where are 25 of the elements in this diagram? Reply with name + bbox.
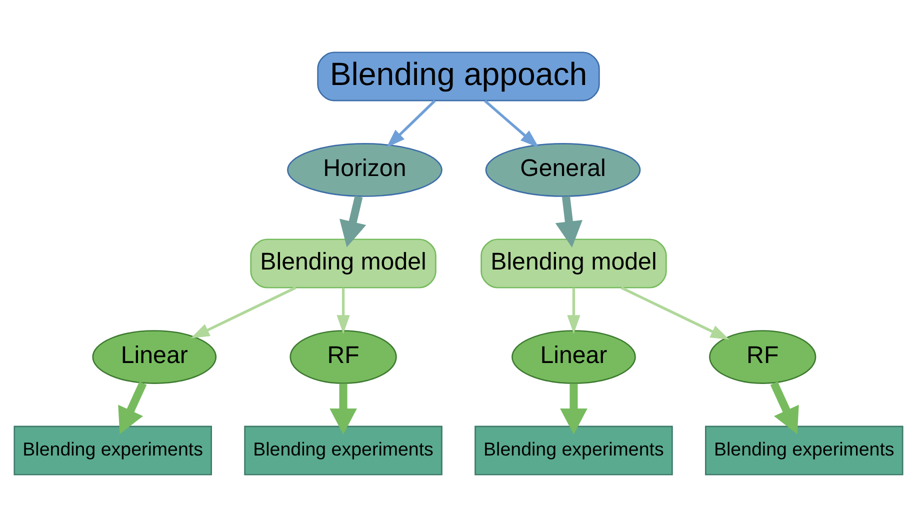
node-box: Blending experiments xyxy=(705,425,904,475)
arrow xyxy=(770,381,799,434)
node-box: Blending experiments xyxy=(244,425,442,475)
arrow xyxy=(118,381,147,434)
node-box: Blending experiments xyxy=(474,425,673,475)
arrow xyxy=(555,196,583,247)
node-ellipse: RF xyxy=(290,330,397,384)
node-ellipse: Linear xyxy=(92,330,217,384)
arrow xyxy=(620,286,730,340)
node-ellipse: General xyxy=(485,142,641,196)
arrow xyxy=(330,383,357,434)
node-ellipse: Horizon xyxy=(287,142,442,196)
node-box: Blending experiments xyxy=(14,425,212,475)
arrow xyxy=(336,287,350,334)
arrow xyxy=(567,287,580,334)
arrow xyxy=(386,99,436,148)
arrow xyxy=(339,195,366,247)
node-box: Blending model xyxy=(250,238,436,288)
node-ellipse: Linear xyxy=(512,330,636,384)
node-ellipse: RF xyxy=(709,330,816,384)
node-box: Blending appoach xyxy=(317,51,600,101)
node-box: Blending model xyxy=(480,238,667,288)
arrow xyxy=(190,286,296,338)
arrow xyxy=(484,99,539,148)
arrow xyxy=(560,383,588,434)
